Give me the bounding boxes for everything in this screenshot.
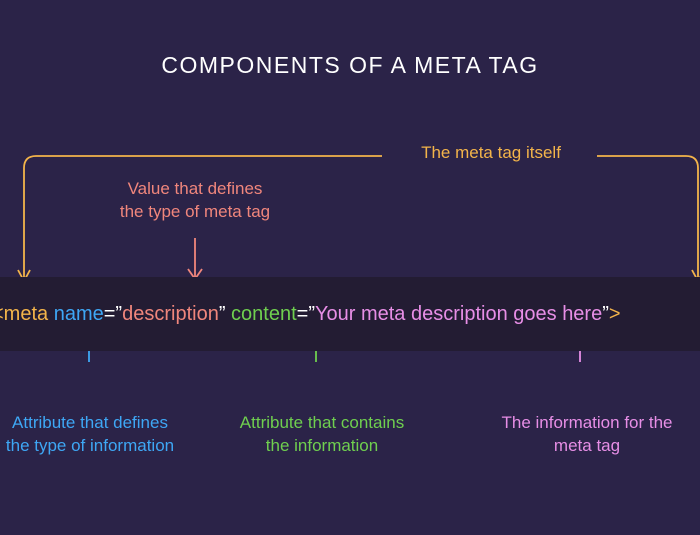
label-information-line2: meta tag [553, 436, 621, 455]
code-name-value: description [122, 303, 219, 325]
code-close-quote: ” [602, 303, 609, 325]
code-band [0, 277, 700, 351]
code-close-tag: > [608, 303, 621, 325]
code-name-attribute: name [53, 303, 104, 325]
code-equals-quote: =” [296, 303, 315, 325]
label-attribute-defines-line2: the type of information [5, 436, 175, 455]
label-information: The information for the meta tag [467, 411, 700, 457]
label-attribute-defines-line1: Attribute that defines [12, 413, 168, 432]
code-open-tag: <meta [0, 303, 49, 325]
label-attribute-contains: Attribute that contains the information [202, 411, 442, 457]
label-meta-tag-itself: The meta tag itself [395, 141, 587, 164]
arrow-down-icon [187, 238, 203, 281]
code-content-attribute: content [231, 303, 297, 325]
meta-tag-code: <meta name=”description” content=”Your m… [0, 303, 700, 326]
label-attribute-contains-line2: the information [265, 436, 379, 455]
bracket-right-line [597, 155, 699, 278]
bracket-left-line [23, 155, 382, 278]
code-equals-quote: =” [103, 303, 123, 325]
label-value-type-line2: the type of meta tag [119, 202, 271, 221]
label-attribute-contains-line1: Attribute that contains [239, 413, 405, 432]
code-content-value: Your meta description goes here [315, 303, 603, 325]
label-value-type-line1: Value that defines [127, 179, 263, 198]
label-information-line1: The information for the [501, 413, 673, 432]
label-value-type: Value that defines the type of meta tag [85, 177, 305, 223]
page-title: COMPONENTS OF A META TAG [161, 52, 539, 78]
code-close-quote: ” [218, 303, 226, 325]
label-attribute-defines: Attribute that defines the type of infor… [0, 411, 210, 457]
